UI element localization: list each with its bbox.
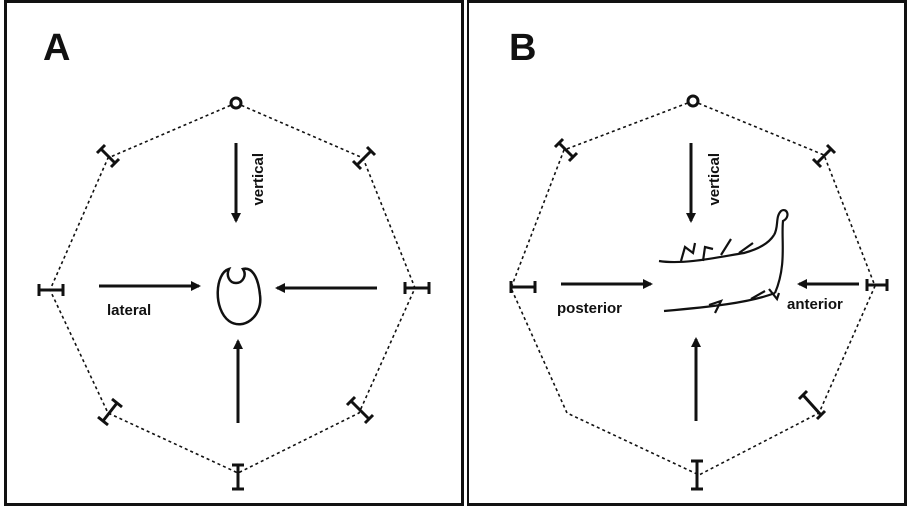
head-outline — [216, 267, 262, 326]
speaker-icon — [351, 145, 377, 171]
speaker-icon — [686, 94, 700, 108]
panel-b: B — [467, 0, 907, 506]
speaker-icon — [403, 282, 431, 294]
animal-side-outline — [658, 209, 789, 314]
panel-a-diagram: vertical lateral — [37, 96, 431, 491]
speaker-icon — [865, 279, 889, 291]
anterior-label: anterior — [787, 296, 843, 313]
panel-b-diagram: vertical posterior anterior — [509, 94, 889, 491]
speaker-icon — [797, 389, 827, 421]
vertical-label: vertical — [706, 153, 723, 206]
panel-a: A — [4, 0, 464, 506]
speaker-icon — [37, 284, 65, 296]
speaker-ring — [49, 102, 416, 474]
speaker-icon — [345, 395, 375, 425]
speaker-icon — [229, 96, 243, 110]
speaker-icon — [509, 281, 537, 293]
speaker-icon — [95, 143, 121, 169]
lateral-label: lateral — [107, 302, 151, 319]
speaker-icon — [811, 143, 837, 169]
speaker-icon — [232, 463, 244, 491]
speaker-icon — [97, 397, 123, 427]
panel-a-letter: A — [43, 27, 71, 69]
speaker-icon — [691, 459, 703, 491]
panel-b-letter: B — [509, 27, 537, 69]
speaker-icon — [553, 137, 579, 163]
speaker-ring — [510, 100, 876, 476]
vertical-label: vertical — [250, 153, 267, 206]
posterior-label: posterior — [557, 300, 622, 317]
